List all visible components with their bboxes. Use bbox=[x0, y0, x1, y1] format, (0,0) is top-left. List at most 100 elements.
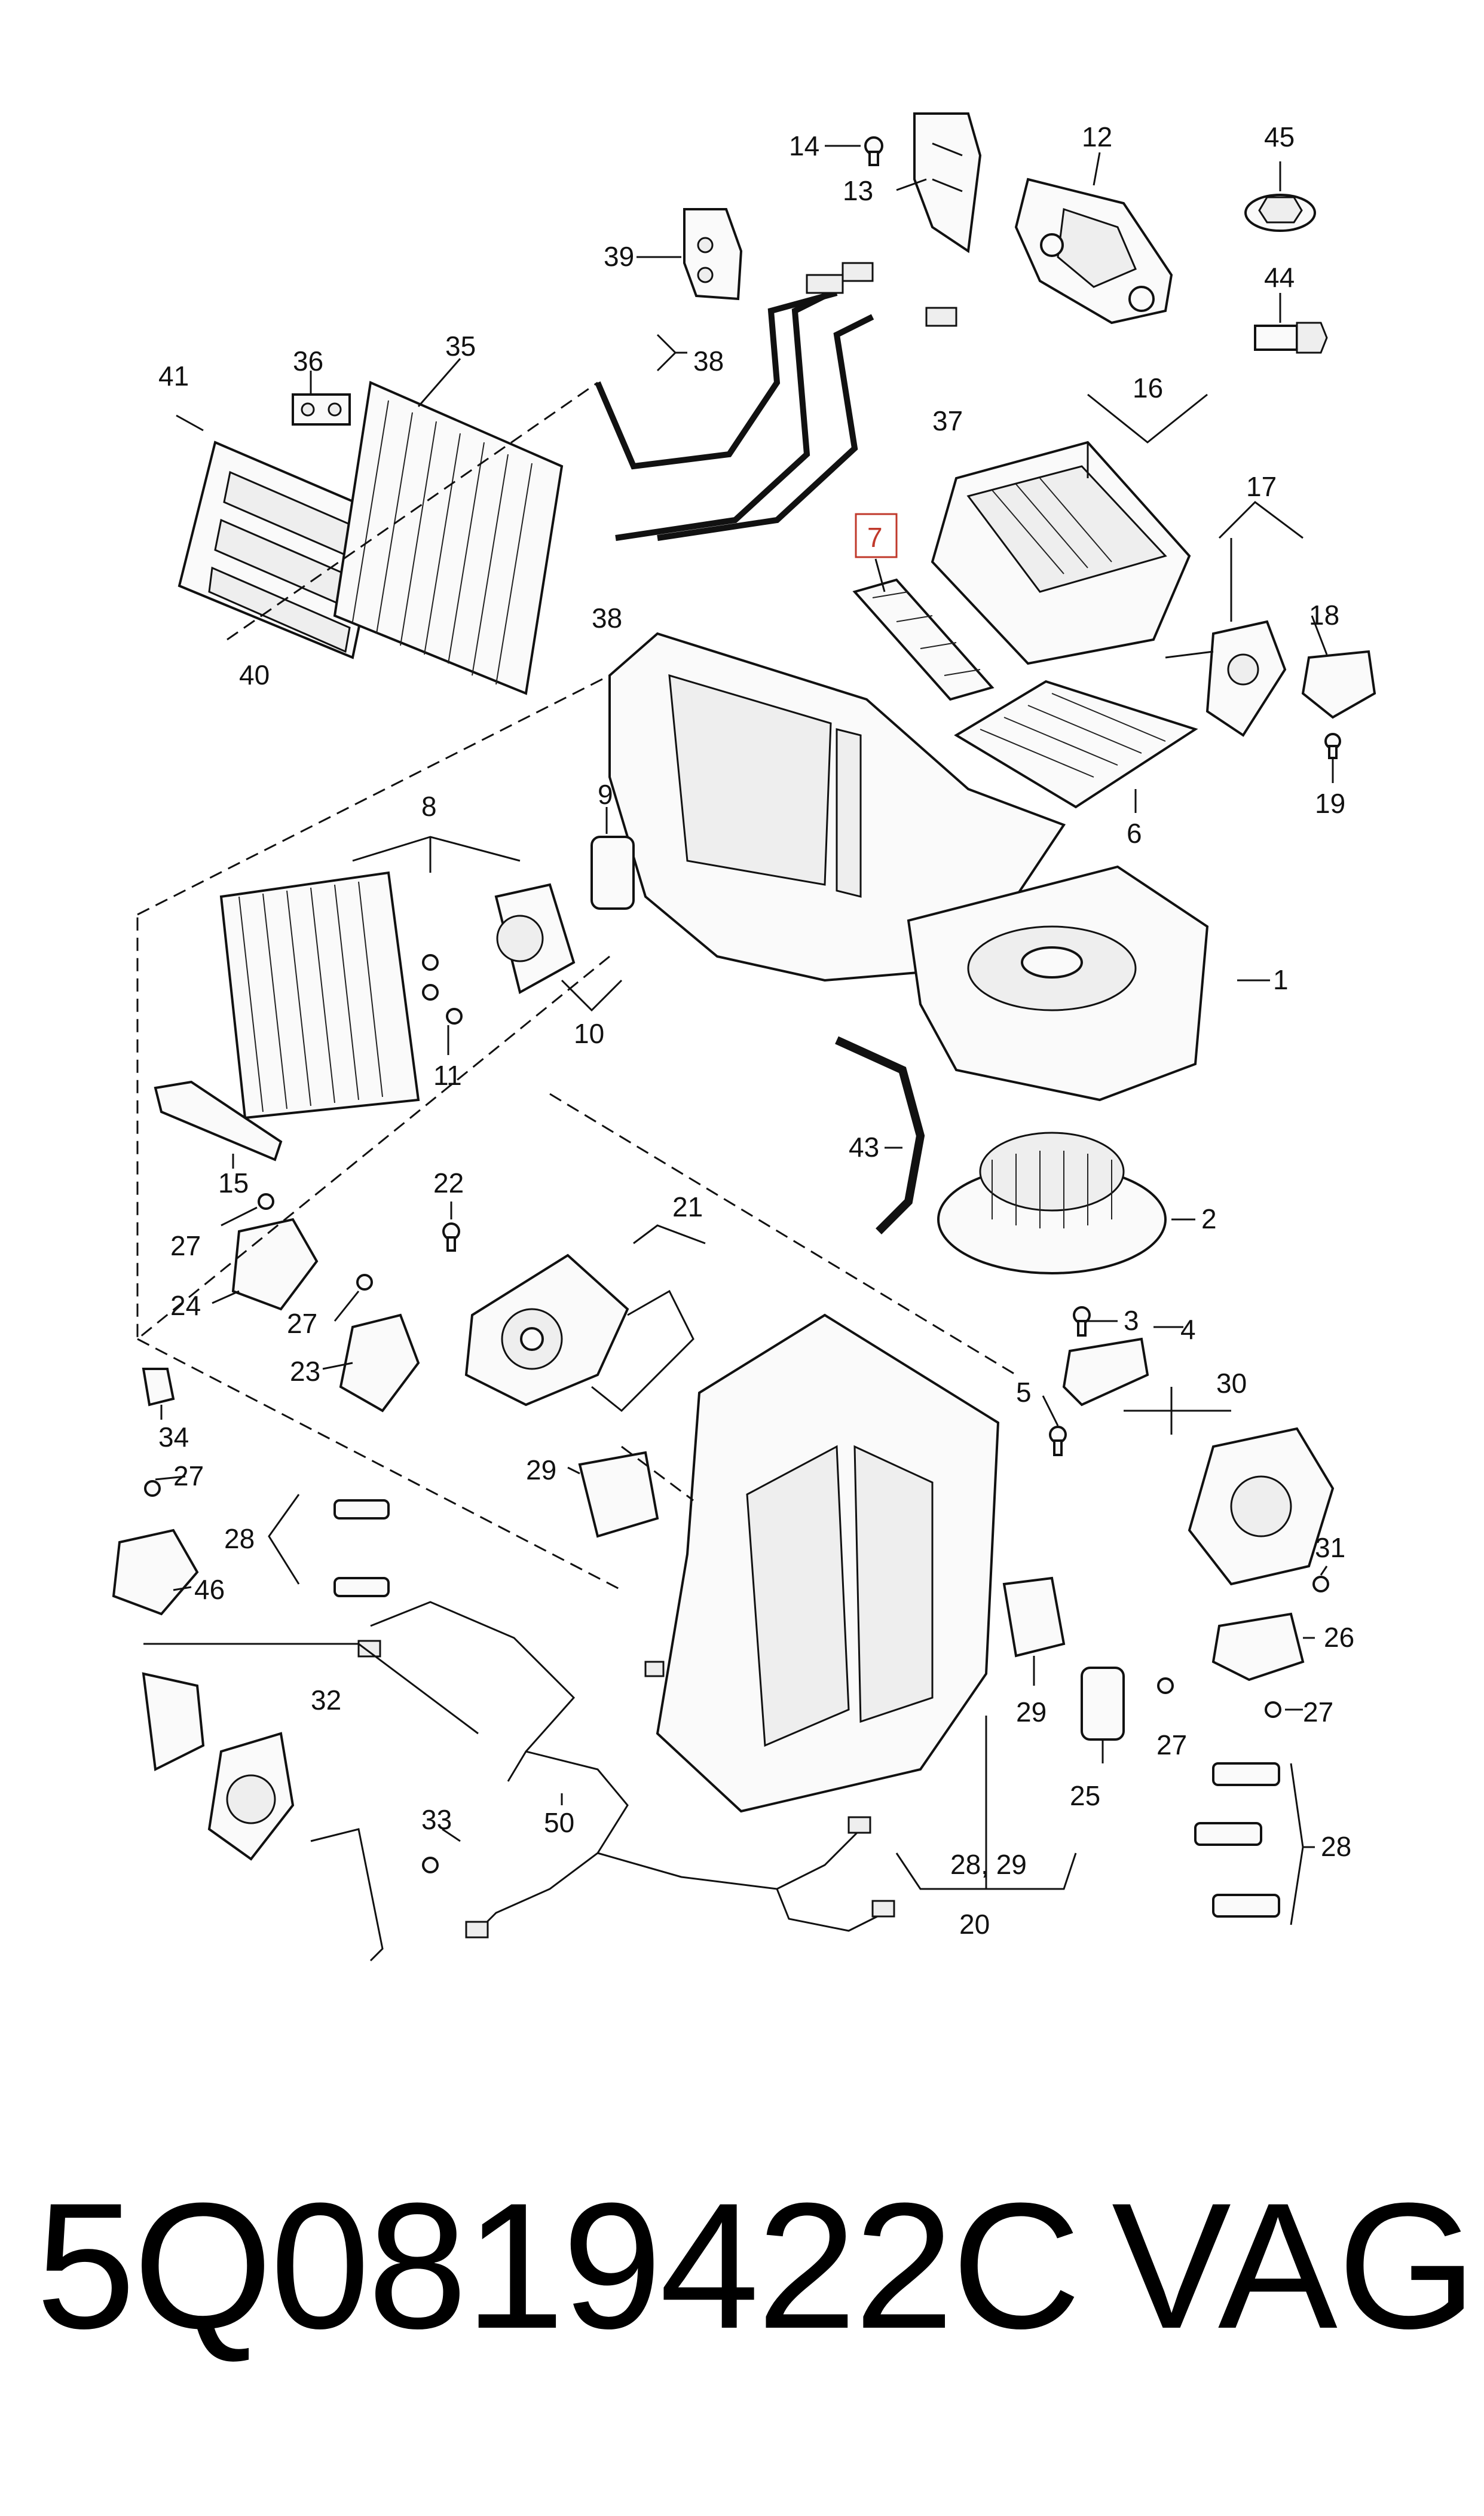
callout-3: 3 bbox=[1124, 1305, 1139, 1336]
callout-20: 20 bbox=[959, 1909, 990, 1940]
callout-44: 44 bbox=[1264, 262, 1295, 293]
brand-label: VAG bbox=[1112, 2165, 1477, 2366]
heat-exchanger-35 bbox=[333, 381, 564, 695]
drain-hose-43 bbox=[835, 1036, 925, 1234]
flap-mechanism-30 bbox=[1188, 1427, 1335, 1586]
callout-labels: 14 13 12 45 39 44 36 35 41 38 37 16 38 1… bbox=[158, 121, 1354, 1940]
bracket-13 bbox=[913, 112, 982, 253]
screw-14 bbox=[864, 136, 883, 166]
cover-29a bbox=[578, 1451, 659, 1538]
callout-17: 17 bbox=[1246, 471, 1277, 502]
blower-wheel-2 bbox=[937, 1132, 1167, 1274]
callout-23: 23 bbox=[290, 1356, 320, 1387]
shaft-28b bbox=[1194, 1762, 1280, 1918]
bracket-15 bbox=[154, 1080, 283, 1161]
callout-1: 1 bbox=[1273, 964, 1289, 995]
block-4 bbox=[1062, 1337, 1149, 1407]
flap-motor-21 bbox=[464, 1254, 694, 1413]
callout-43: 43 bbox=[849, 1132, 879, 1163]
screw-27c bbox=[144, 1480, 161, 1497]
callout-27a: 27 bbox=[170, 1230, 201, 1261]
flange-gasket-12 bbox=[1014, 178, 1173, 325]
screw-5 bbox=[1049, 1426, 1067, 1456]
callout-29a: 29 bbox=[526, 1454, 556, 1485]
callout-5: 5 bbox=[1016, 1377, 1032, 1408]
callout-12: 12 bbox=[1082, 121, 1112, 152]
callout-32: 32 bbox=[311, 1685, 341, 1716]
screw-27e bbox=[1157, 1677, 1174, 1694]
screw-27a bbox=[258, 1193, 274, 1210]
callout-31: 31 bbox=[1315, 1532, 1345, 1563]
callout-18: 18 bbox=[1309, 600, 1339, 631]
callout-11: 11 bbox=[433, 1060, 462, 1091]
callout-27d: 27 bbox=[1303, 1696, 1333, 1728]
connector-39 bbox=[683, 208, 743, 301]
callout-16: 16 bbox=[1133, 372, 1163, 403]
callout-15: 15 bbox=[218, 1167, 249, 1199]
part-number-label: 5Q0819422C bbox=[36, 2165, 1081, 2366]
callout-14: 14 bbox=[789, 130, 819, 161]
callout-28-29: 28, 29 bbox=[950, 1849, 1027, 1880]
callout-7-highlight-box bbox=[855, 513, 898, 558]
callout-19: 19 bbox=[1315, 788, 1345, 819]
actuator-23 bbox=[339, 1313, 420, 1413]
blower-housing-1 bbox=[907, 865, 1209, 1102]
lower-housing-20 bbox=[656, 1313, 1000, 1813]
screw-33 bbox=[422, 1857, 439, 1873]
callout-41: 41 bbox=[158, 360, 189, 392]
radiator-8 bbox=[219, 871, 420, 1120]
assembly-outline-lower bbox=[137, 1093, 1017, 1591]
screws-11 bbox=[422, 954, 463, 1025]
cabin-filter-6 bbox=[954, 680, 1198, 809]
callout-25: 25 bbox=[1070, 1780, 1100, 1811]
callout-27e: 27 bbox=[1156, 1729, 1187, 1760]
refrigerant-pipes bbox=[595, 262, 957, 541]
screw-27d bbox=[1265, 1701, 1281, 1718]
callout-4: 4 bbox=[1180, 1314, 1196, 1345]
bracket-36 bbox=[292, 393, 351, 426]
bolt-44 bbox=[1254, 322, 1328, 354]
callout-33: 33 bbox=[421, 1804, 452, 1835]
callout-21: 21 bbox=[672, 1191, 703, 1222]
screw-27b bbox=[356, 1274, 373, 1291]
callout-37: 37 bbox=[932, 405, 963, 436]
callout-39: 39 bbox=[604, 241, 634, 272]
actuator-18 bbox=[1301, 650, 1376, 719]
nut-45 bbox=[1244, 194, 1316, 232]
callout-10: 10 bbox=[574, 1018, 604, 1049]
callout-28b: 28 bbox=[1321, 1831, 1351, 1862]
callout-7: 7 bbox=[867, 522, 883, 553]
screw-22 bbox=[442, 1222, 460, 1252]
callout-34: 34 bbox=[158, 1421, 189, 1453]
callout-13: 13 bbox=[843, 175, 873, 206]
leader-lines bbox=[143, 145, 1334, 1925]
cover-29b bbox=[1002, 1576, 1066, 1658]
callout-45: 45 bbox=[1264, 121, 1295, 152]
screw-3 bbox=[1073, 1306, 1091, 1337]
callout-27c: 27 bbox=[173, 1460, 204, 1491]
flap-mechanism-32 bbox=[142, 1672, 384, 1962]
housing-16 bbox=[931, 441, 1191, 665]
callout-28a: 28 bbox=[224, 1523, 255, 1554]
callout-26: 26 bbox=[1324, 1622, 1354, 1653]
callout-27b: 27 bbox=[287, 1308, 317, 1339]
shaft-28a bbox=[333, 1499, 390, 1597]
sensor-9 bbox=[590, 836, 635, 910]
assembly-outline-upper bbox=[136, 381, 610, 1341]
hvac-main-housing bbox=[608, 632, 1066, 982]
callout-6: 6 bbox=[1127, 818, 1142, 849]
callout-38b: 38 bbox=[592, 603, 622, 634]
wiring-harness-50 bbox=[357, 1601, 895, 1939]
sensor-25 bbox=[1081, 1667, 1125, 1741]
callout-8: 8 bbox=[421, 791, 437, 822]
clip-34 bbox=[142, 1368, 175, 1407]
screw-19 bbox=[1324, 733, 1341, 759]
callout-50: 50 bbox=[544, 1807, 574, 1838]
callout-38a: 38 bbox=[693, 346, 724, 377]
callout-9: 9 bbox=[598, 779, 613, 810]
callout-24: 24 bbox=[170, 1290, 201, 1321]
actuator-24 bbox=[231, 1218, 319, 1311]
callout-46: 46 bbox=[194, 1574, 225, 1605]
flap-mechanism-17 bbox=[1165, 620, 1287, 737]
callout-36: 36 bbox=[293, 346, 323, 377]
